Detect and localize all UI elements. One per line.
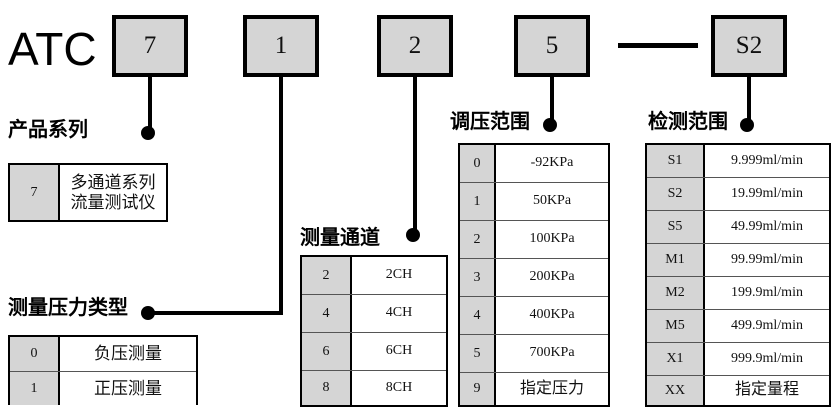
- option-description: 指定压力: [496, 373, 608, 405]
- code-box-product-series[interactable]: 7: [112, 15, 188, 77]
- option-code: M2: [647, 277, 705, 309]
- connector-line-pressure-type-horizontal: [148, 311, 283, 315]
- table-row[interactable]: 6 6CH: [302, 333, 446, 371]
- option-code: X1: [647, 343, 705, 375]
- connector-line-measure-channel: [413, 77, 417, 235]
- option-description: 8CH: [352, 371, 446, 405]
- table-row[interactable]: 7 多通道系列 流量测试仪: [10, 165, 166, 220]
- option-code: 2: [460, 221, 496, 258]
- code-box-pressure-range[interactable]: 5: [514, 15, 590, 77]
- table-row[interactable]: 9 指定压力: [460, 373, 608, 405]
- connector-dot-detect-range: [740, 118, 754, 132]
- option-description: 9.999ml/min: [705, 145, 829, 177]
- option-description: 499.9ml/min: [705, 310, 829, 342]
- option-description: 100KPa: [496, 221, 608, 258]
- option-code: M1: [647, 244, 705, 276]
- option-description: 4CH: [352, 295, 446, 332]
- table-pressure-range: 0 -92KPa 1 50KPa 2 100KPa 3 200KPa 4 400…: [458, 143, 610, 407]
- option-code: XX: [647, 376, 705, 405]
- option-description: 指定量程: [705, 376, 829, 405]
- table-row[interactable]: 1 正压测量: [10, 372, 196, 405]
- option-code: S5: [647, 211, 705, 243]
- option-description: 6CH: [352, 333, 446, 370]
- heading-pressure-type: 测量压力类型: [8, 297, 128, 319]
- option-code: 4: [460, 297, 496, 334]
- option-code: M5: [647, 310, 705, 342]
- table-row[interactable]: S5 49.99ml/min: [647, 211, 829, 244]
- code-box-pressure-type[interactable]: 1: [243, 15, 319, 77]
- table-row[interactable]: 2 2CH: [302, 257, 446, 295]
- table-row[interactable]: 3 200KPa: [460, 259, 608, 297]
- connector-line-product-series: [148, 77, 152, 133]
- table-row[interactable]: 5 700KPa: [460, 335, 608, 373]
- heading-measure-channel: 测量通道: [300, 227, 380, 249]
- table-row[interactable]: 0 负压测量: [10, 337, 196, 372]
- heading-pressure-range: 调压范围: [450, 111, 530, 133]
- option-code: 6: [302, 333, 352, 370]
- table-row[interactable]: 0 -92KPa: [460, 145, 608, 183]
- table-row[interactable]: XX 指定量程: [647, 376, 829, 405]
- code-box-measure-channel[interactable]: 2: [377, 15, 453, 77]
- table-row[interactable]: 8 8CH: [302, 371, 446, 405]
- connector-dot-measure-channel: [406, 228, 420, 242]
- option-code: 0: [10, 337, 60, 371]
- option-code: 4: [302, 295, 352, 332]
- option-description: 999.9ml/min: [705, 343, 829, 375]
- option-code: 0: [460, 145, 496, 182]
- table-row[interactable]: X1 999.9ml/min: [647, 343, 829, 376]
- option-code: 1: [10, 372, 60, 405]
- option-code: 1: [460, 183, 496, 220]
- table-row[interactable]: M1 99.99ml/min: [647, 244, 829, 277]
- option-code: S2: [647, 178, 705, 210]
- option-description: 99.99ml/min: [705, 244, 829, 276]
- option-code: 9: [460, 373, 496, 405]
- option-description: 49.99ml/min: [705, 211, 829, 243]
- table-row[interactable]: M2 199.9ml/min: [647, 277, 829, 310]
- connector-line-pressure-range: [550, 77, 554, 125]
- code-box-detect-range[interactable]: S2: [711, 15, 787, 77]
- table-pressure-type: 0 负压测量 1 正压测量: [8, 335, 198, 405]
- option-code: 8: [302, 371, 352, 405]
- option-code: 7: [10, 165, 60, 220]
- table-row[interactable]: M5 499.9ml/min: [647, 310, 829, 343]
- option-description: -92KPa: [496, 145, 608, 182]
- table-product-series: 7 多通道系列 流量测试仪: [8, 163, 168, 222]
- table-measure-channel: 2 2CH 4 4CH 6 6CH 8 8CH: [300, 255, 448, 407]
- option-description: 400KPa: [496, 297, 608, 334]
- heading-detect-range: 检测范围: [648, 111, 728, 133]
- connector-dot-pressure-range: [543, 118, 557, 132]
- connector-line-pressure-type-vertical: [279, 77, 283, 315]
- option-description: 负压测量: [60, 337, 196, 371]
- option-description: 199.9ml/min: [705, 277, 829, 309]
- connector-dot-product-series: [141, 126, 155, 140]
- table-row[interactable]: 1 50KPa: [460, 183, 608, 221]
- table-row[interactable]: 4 4CH: [302, 295, 446, 333]
- heading-product-series: 产品系列: [8, 119, 88, 141]
- table-row[interactable]: 2 100KPa: [460, 221, 608, 259]
- connector-dot-pressure-type: [141, 306, 155, 320]
- option-description: 700KPa: [496, 335, 608, 372]
- option-description: 2CH: [352, 257, 446, 294]
- table-row[interactable]: S2 19.99ml/min: [647, 178, 829, 211]
- option-description: 200KPa: [496, 259, 608, 296]
- model-prefix-label: ATC: [8, 23, 97, 75]
- connector-line-detect-range: [747, 77, 751, 125]
- option-code: 3: [460, 259, 496, 296]
- table-row[interactable]: S1 9.999ml/min: [647, 145, 829, 178]
- option-description: 多通道系列 流量测试仪: [60, 165, 166, 220]
- option-description: 50KPa: [496, 183, 608, 220]
- table-row[interactable]: 4 400KPa: [460, 297, 608, 335]
- option-code: 5: [460, 335, 496, 372]
- model-separator-dash: [618, 43, 698, 48]
- option-code: S1: [647, 145, 705, 177]
- option-description: 19.99ml/min: [705, 178, 829, 210]
- option-description: 正压测量: [60, 372, 196, 405]
- option-code: 2: [302, 257, 352, 294]
- table-detect-range: S1 9.999ml/min S2 19.99ml/min S5 49.99ml…: [645, 143, 831, 407]
